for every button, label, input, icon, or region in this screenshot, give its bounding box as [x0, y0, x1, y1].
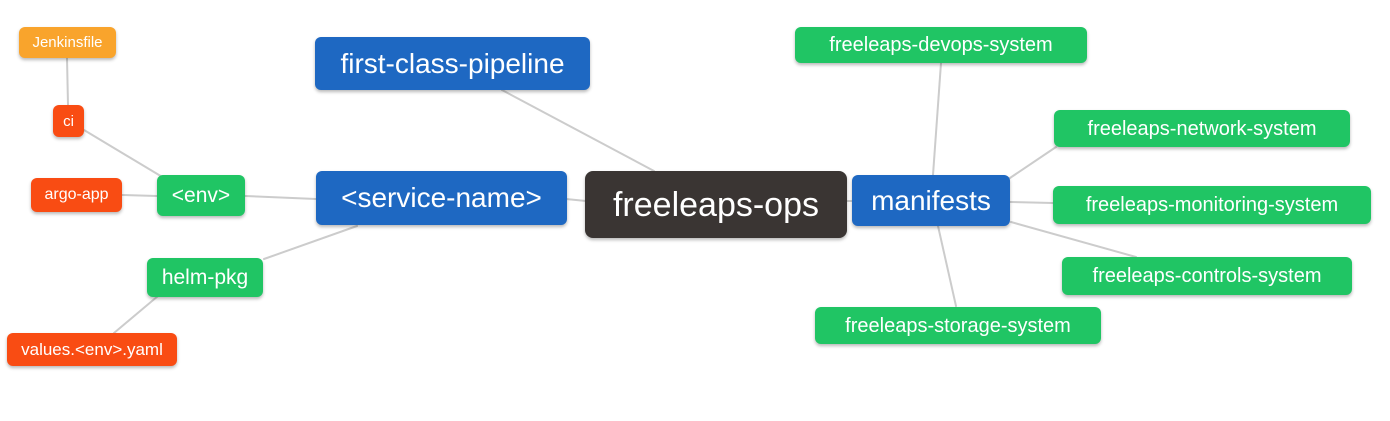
edge-pipeline-ops — [501, 89, 655, 172]
node-manifests[interactable]: manifests — [852, 175, 1010, 226]
edge-manifests-storage — [937, 225, 957, 307]
edge-service-name-ops — [565, 198, 587, 202]
node-freeleaps-network-system[interactable]: freeleaps-network-system — [1054, 110, 1350, 147]
edge-env-service-name — [244, 195, 317, 200]
node-helm-pkg[interactable]: helm-pkg — [147, 258, 263, 297]
node-env[interactable]: <env> — [157, 175, 245, 216]
node-first-class-pipeline[interactable]: first-class-pipeline — [315, 37, 590, 90]
edge-manifests-network — [1006, 146, 1057, 181]
node-freeleaps-monitoring-system[interactable]: freeleaps-monitoring-system — [1053, 186, 1371, 224]
node-ci[interactable]: ci — [53, 105, 84, 137]
edge-manifests-controls — [1010, 221, 1137, 258]
node-freeleaps-controls-system[interactable]: freeleaps-controls-system — [1062, 257, 1352, 295]
node-freeleaps-ops[interactable]: freeleaps-ops — [585, 171, 847, 238]
edge-argo-app-env — [121, 194, 158, 197]
edge-values-helm-pkg — [113, 295, 159, 334]
edge-ci-env — [83, 129, 165, 179]
node-values-env-yaml[interactable]: values.<env>.yaml — [7, 333, 177, 366]
edge-jenkinsfile-ci — [66, 57, 69, 106]
edge-manifests-monitoring — [1009, 201, 1054, 204]
node-service-name[interactable]: <service-name> — [316, 171, 567, 225]
node-argo-app[interactable]: argo-app — [31, 178, 122, 212]
edge-helm-pkg-service-name — [263, 225, 358, 260]
node-freeleaps-devops-system[interactable]: freeleaps-devops-system — [795, 27, 1087, 63]
edge-manifests-devops — [932, 62, 942, 176]
node-freeleaps-storage-system[interactable]: freeleaps-storage-system — [815, 307, 1101, 344]
node-jenkinsfile[interactable]: Jenkinsfile — [19, 27, 116, 58]
